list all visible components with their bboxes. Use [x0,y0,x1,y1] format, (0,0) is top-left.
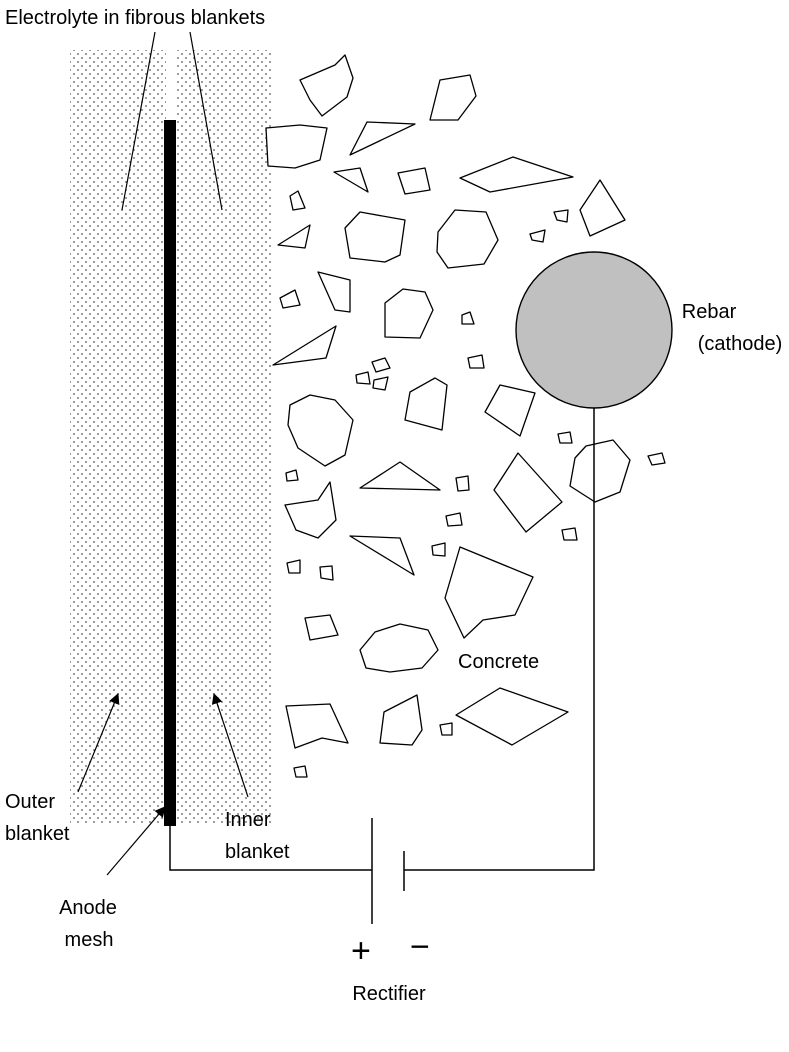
inner-blanket [176,50,272,825]
concrete-label: Concrete [458,651,539,673]
aggregate-rock [355,371,371,385]
outer-blanket-arrow [77,693,120,793]
aggregate-rock [569,439,631,503]
aggregate-rock [279,289,301,309]
electrolyte-leader-inner [189,31,223,211]
aggregate-rock [557,431,573,444]
outer-blanket [70,50,166,825]
anode-mesh [164,120,176,826]
concrete-aggregate [265,54,666,778]
aggregate-rock [439,722,453,736]
aggregate-rock [436,209,499,269]
aggregate-rock [553,209,569,223]
anode-mesh-arrow [106,806,166,876]
aggregate-rock [493,452,563,533]
electrolyte-label: Electrolyte in fibrous blankets [5,7,265,29]
anode-mesh-label-2: mesh [65,929,114,951]
aggregate-rock [647,452,666,466]
inner-blanket-label: Inner [225,809,271,831]
aggregate-rock [359,623,439,673]
aggregate-rock [429,74,477,121]
aggregate-rock [397,167,431,195]
aggregate-rock [272,325,337,366]
anode-mesh-label: Anode [59,897,117,919]
aggregate-rock [455,687,569,746]
aggregate-rock [285,703,349,749]
cathode-wire [404,408,595,871]
aggregate-rock [561,527,578,541]
aggregate-rock [579,179,626,237]
aggregate-rock [529,229,546,243]
aggregate-rock [293,765,308,778]
aggregate-rock [459,156,574,193]
aggregate-rock [379,694,423,746]
anode-wire [169,826,372,871]
outer-blanket-label: Outer [5,791,55,813]
aggregate-rock [265,124,328,169]
aggregate-rock [484,384,536,437]
electrolyte-leader-outer [121,31,156,211]
aggregate-rock [289,190,306,211]
rebar-cathode [515,251,673,409]
outer-blanket-label-2: blanket [5,823,70,845]
aggregate-rock [431,542,446,557]
positive-sign: + [351,932,371,970]
aggregate-rock [444,546,534,639]
aggregate-rock [299,54,354,117]
aggregate-rock [333,167,369,193]
rebar-label: Rebar [682,301,737,323]
aggregate-rock [349,535,415,576]
aggregate-rock [455,475,470,492]
aggregate-rock [467,354,485,369]
rebar-label-cathode: (cathode) [698,333,783,355]
inner-blanket-label-2: blanket [225,841,290,863]
negative-sign: − [410,928,430,966]
aggregate-rock [359,461,441,491]
aggregate-rock [404,377,448,431]
aggregate-rock [285,469,299,482]
aggregate-rock [384,288,434,339]
aggregate-rock [287,394,354,467]
aggregate-rock [445,512,463,527]
aggregate-rock [349,121,416,156]
aggregate-rock [344,211,406,263]
aggregate-rock [461,311,475,325]
aggregate-rock [372,376,389,391]
rectifier-label: Rectifier [352,983,426,1005]
aggregate-rock [317,271,351,313]
aggregate-rock [319,565,334,581]
aggregate-rock [304,614,339,641]
aggregate-rock [277,224,311,249]
aggregate-rock [371,357,391,373]
aggregate-rock [284,481,337,539]
inner-blanket-arrow [211,692,249,798]
aggregate-rock [286,559,301,574]
